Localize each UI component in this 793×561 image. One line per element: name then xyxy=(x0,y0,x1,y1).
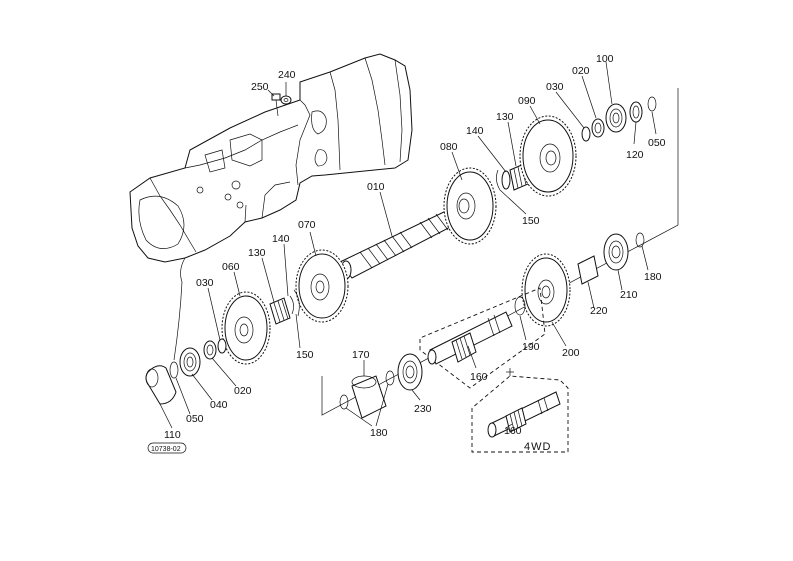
part-label-020: 020 xyxy=(572,65,590,77)
part-label-120: 120 xyxy=(626,149,644,161)
snap-ring-050-lower xyxy=(169,361,179,379)
drawing-number-stamp: 10738-02 xyxy=(147,442,187,454)
dashed-box-shaft-160 xyxy=(419,287,546,389)
part-label-210: 210 xyxy=(620,289,638,301)
part-label-030: 030 xyxy=(196,277,214,289)
snap-ring-180-lower xyxy=(339,370,395,410)
needle-bearing-130-lower xyxy=(269,297,291,325)
drawing-number: 10738-02 xyxy=(151,446,181,453)
washer-020-upper xyxy=(591,118,605,138)
part-number-labels: 250 240 010 080 140 130 090 030 020 100 … xyxy=(164,53,666,453)
collar-030-lower xyxy=(217,338,227,354)
variant-label-4wd: 4WD xyxy=(524,441,551,453)
part-label-230: 230 xyxy=(414,403,432,415)
cap-110 xyxy=(145,365,177,405)
part-label-180: 180 xyxy=(644,271,662,283)
snap-ring-150-upper xyxy=(496,169,501,191)
shaft-160-4wd xyxy=(487,391,561,438)
part-label-150: 150 xyxy=(522,215,540,227)
bearing-040 xyxy=(179,347,201,377)
collar-220 xyxy=(577,255,599,285)
sleeve-170 xyxy=(351,375,387,419)
part-label-150: 150 xyxy=(296,349,314,361)
part-label-250: 250 xyxy=(251,81,269,93)
bearing-210 xyxy=(603,233,629,271)
bolt-250 xyxy=(271,93,281,117)
gear-080 xyxy=(443,167,497,245)
part-label-180: 180 xyxy=(370,427,388,439)
part-label-070: 070 xyxy=(298,219,316,231)
gear-200 xyxy=(521,253,571,327)
washer-020-lower xyxy=(203,340,217,360)
part-label-160: 160 xyxy=(504,425,522,437)
part-label-110: 110 xyxy=(164,429,181,441)
part-label-220: 220 xyxy=(590,305,608,317)
gear-060 xyxy=(221,291,271,365)
part-label-080: 080 xyxy=(440,141,458,153)
bearing-100 xyxy=(605,103,627,133)
shaft-160 xyxy=(427,311,513,365)
collar-030-upper xyxy=(581,126,591,142)
part-label-020: 020 xyxy=(234,385,252,397)
snap-ring-180-right xyxy=(635,232,645,248)
part-label-130: 130 xyxy=(248,247,266,259)
leader-case-to-cap xyxy=(173,281,183,361)
main-shaft-010 xyxy=(339,209,461,280)
snap-ring-150-lower xyxy=(293,289,300,317)
part-label-170: 170 xyxy=(352,349,370,361)
collar-140-upper xyxy=(501,170,511,190)
part-label-050: 050 xyxy=(186,413,204,425)
bearing-230 xyxy=(397,353,423,391)
part-label-010: 010 xyxy=(367,181,385,193)
part-label-160: 160 xyxy=(470,371,488,383)
bearing-120 xyxy=(629,101,643,123)
part-label-040: 040 xyxy=(210,399,228,411)
part-label-050: 050 xyxy=(648,137,666,149)
part-label-200: 200 xyxy=(562,347,580,359)
part-label-100: 100 xyxy=(596,53,614,65)
gear-070 xyxy=(295,249,349,323)
part-label-140: 140 xyxy=(466,125,484,137)
washer-240 xyxy=(280,95,292,105)
part-label-060: 060 xyxy=(222,261,240,273)
part-label-190: 190 xyxy=(522,341,540,353)
leader-lines xyxy=(159,61,657,429)
part-label-030: 030 xyxy=(546,81,564,93)
collar-140-lower xyxy=(289,295,294,315)
transmission-case xyxy=(129,53,413,283)
part-label-140: 140 xyxy=(272,233,290,245)
snap-ring-190 xyxy=(514,296,526,316)
dashed-box-4wd xyxy=(471,368,569,453)
part-label-240: 240 xyxy=(278,69,296,81)
part-label-090: 090 xyxy=(518,95,536,107)
snap-ring-050-upper xyxy=(647,96,657,112)
gear-090 xyxy=(519,115,577,197)
part-label-130: 130 xyxy=(496,111,514,123)
